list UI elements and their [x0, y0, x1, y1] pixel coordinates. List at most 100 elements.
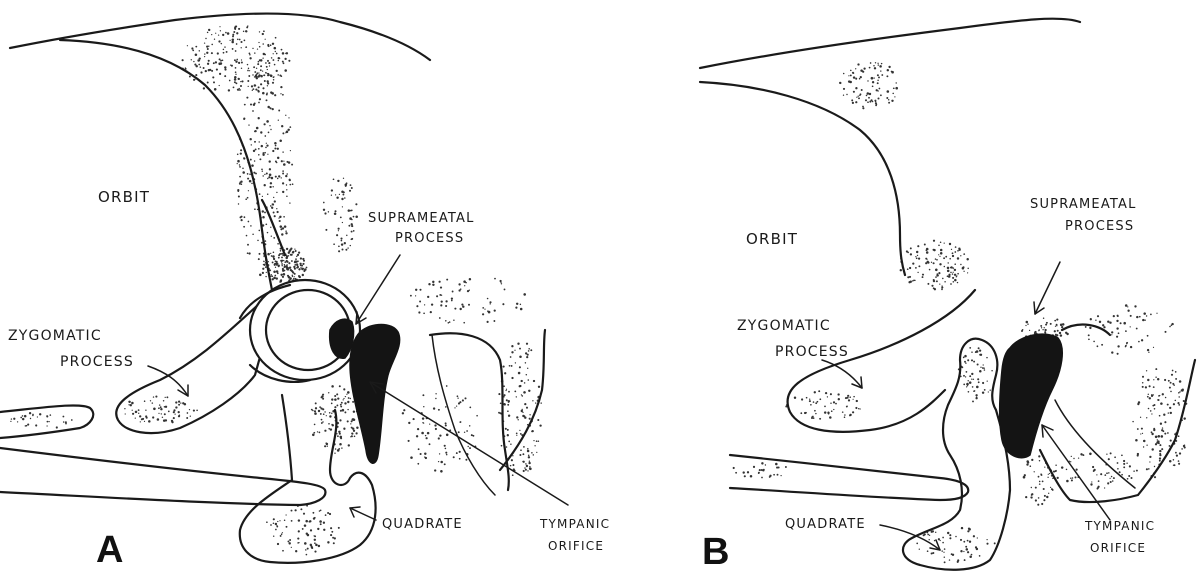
stipple-dot: [314, 412, 317, 415]
stipple-dot: [259, 98, 261, 100]
stipple-dot: [456, 405, 457, 406]
stipple-dot: [523, 470, 525, 472]
stipple-dot: [975, 397, 977, 399]
stipple-dot: [296, 267, 298, 269]
stipple-dot: [289, 179, 291, 181]
stipple-dot: [916, 251, 918, 253]
stipple-dot: [258, 154, 260, 156]
stipple-dot: [873, 65, 875, 67]
stipple-dot: [239, 166, 241, 168]
stipple-dot: [46, 425, 47, 426]
stipple-dot: [277, 243, 279, 245]
stipple-dot: [257, 240, 259, 242]
stipple-dot: [236, 59, 238, 61]
stipple-dot: [193, 410, 195, 412]
label-zygomatic-process-b: PROCESS: [775, 344, 849, 360]
stipple-dot: [417, 428, 419, 430]
stipple-dot: [266, 99, 268, 101]
stipple-dot: [263, 264, 264, 265]
stipple-dot: [296, 263, 298, 265]
stipple-dot: [935, 532, 936, 533]
stipple-dot: [528, 462, 530, 464]
stipple-dot: [132, 410, 133, 411]
stipple-dot: [833, 409, 834, 410]
stipple-dot: [974, 390, 976, 392]
stipple-dot: [140, 421, 141, 422]
stipple-dot: [237, 160, 240, 163]
stipple-dot: [938, 244, 940, 246]
stipple-dot: [265, 147, 267, 149]
stipple-dot: [248, 252, 250, 254]
stipple-dot: [983, 364, 984, 365]
stipple-dot: [813, 401, 815, 403]
stipple-dot: [280, 228, 282, 230]
stipple-dot: [947, 532, 949, 534]
stipple-dot: [457, 395, 459, 397]
stipple-dot: [302, 274, 304, 276]
stipple-dot: [336, 393, 338, 395]
stipple-dot: [1167, 404, 1169, 406]
stipple-dot: [439, 281, 441, 283]
stipple-dot: [260, 69, 262, 71]
stipple-dot: [952, 255, 954, 257]
stipple-dot: [517, 419, 518, 420]
stipple-dot: [285, 115, 286, 116]
stipple-dot: [282, 132, 284, 134]
stipple-dot: [266, 272, 267, 273]
stipple-dot: [271, 275, 273, 277]
stipple-dot: [274, 264, 275, 265]
stipple-dot: [276, 208, 277, 209]
stipple-dot: [953, 272, 954, 273]
stipple-dot: [1061, 466, 1063, 468]
stipple-dot: [1149, 397, 1151, 399]
stipple-dot: [278, 175, 280, 177]
stipple-dot: [499, 412, 501, 414]
stipple-dot: [283, 160, 284, 161]
stipple-dot: [280, 281, 282, 283]
stipple-dot: [960, 255, 961, 256]
stipple-dot: [527, 448, 529, 450]
stipple-dot: [919, 549, 920, 550]
stipple-dot: [351, 187, 353, 189]
stipple-dot: [267, 44, 269, 46]
stipple-dot: [843, 95, 844, 96]
stipple-dot: [263, 53, 265, 55]
stipple-dot: [429, 443, 431, 445]
stipple-dot: [1154, 408, 1156, 410]
stipple-dot: [278, 257, 280, 259]
stipple-dot: [819, 398, 821, 400]
stipple-dot: [281, 177, 282, 178]
stipple-dot: [1099, 321, 1101, 323]
stipple-dot: [969, 381, 972, 384]
stipple-dot: [964, 361, 966, 363]
stipple-dot: [13, 418, 15, 420]
stipple-dot: [352, 418, 354, 420]
stipple-dot: [237, 89, 239, 91]
stipple-dot: [254, 84, 256, 86]
stipple-dot: [247, 64, 248, 65]
stipple-dot: [327, 446, 328, 447]
stipple-dot: [296, 256, 297, 257]
stipple-dot: [1089, 453, 1092, 456]
stipple-dot: [859, 95, 861, 97]
stipple-dot: [986, 539, 987, 540]
stipple-dot: [1104, 487, 1105, 488]
stipple-dot: [192, 50, 194, 52]
stipple-dot: [814, 410, 816, 412]
stipple-dot: [266, 144, 268, 146]
stipple-dot: [982, 391, 984, 393]
stipple-dot: [872, 81, 874, 83]
stipple-dot: [185, 67, 186, 68]
stipple-dot: [281, 262, 282, 263]
stipple-dot: [144, 400, 146, 402]
stipple-dot: [929, 539, 930, 540]
stipple-dot: [219, 73, 221, 75]
stipple-dot: [324, 212, 326, 214]
stipple-dot: [435, 393, 436, 394]
stipple-dot: [810, 404, 812, 406]
stipple-dot: [63, 421, 65, 423]
stipple-dot: [166, 396, 168, 398]
stipple-dot: [347, 420, 349, 422]
stipple-dot: [340, 437, 342, 439]
stipple-dot: [1060, 334, 1062, 336]
